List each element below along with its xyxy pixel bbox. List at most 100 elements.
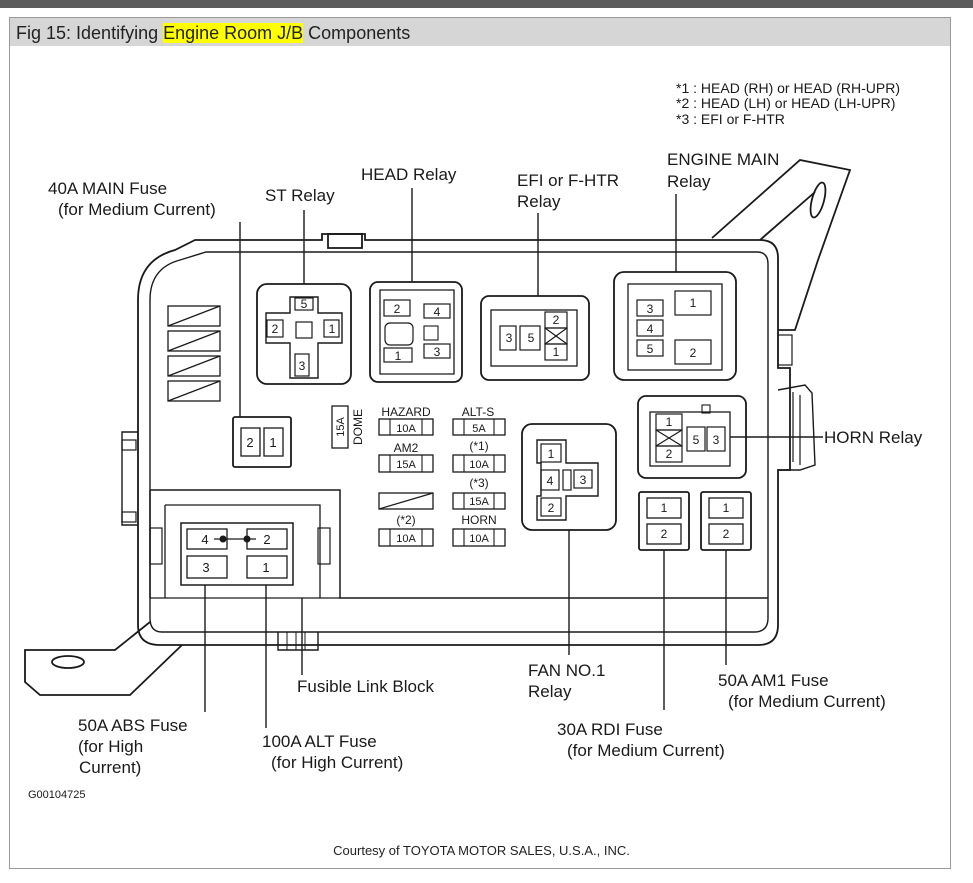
dome-fuse: 15A DOME	[331, 405, 365, 449]
title-highlight: Engine Room J/B	[163, 23, 304, 43]
rdi-fuse-callout: (for Medium Current)	[567, 741, 725, 760]
star3-fuse: (*3) 15A	[452, 476, 506, 510]
am2-fuse: AM2 15A	[378, 441, 434, 473]
dome-fuse-label: DOME	[351, 409, 365, 445]
horn-relay-pin: 2	[666, 447, 673, 461]
note-line: *1 : HEAD (RH) or HEAD (RH-UPR)	[676, 80, 900, 96]
efi-relay-callout: EFI or F-HTR	[517, 171, 619, 190]
am2-fuse-label: AM2	[394, 441, 419, 455]
star3-fuse-label: (*3)	[469, 476, 488, 490]
efi-relay-pin: 2	[553, 313, 560, 327]
hazard-fuse-label: HAZARD	[381, 405, 431, 419]
vent-slots	[167, 305, 221, 402]
st-relay-pin: 1	[329, 322, 336, 336]
rdi-fuse-pin: 2	[661, 527, 668, 541]
rdi-fuse-30a: 1 2	[638, 491, 690, 551]
st-relay-callout: ST Relay	[265, 186, 335, 205]
horn-fuse-rating: 10A	[469, 533, 489, 545]
figure-code: G00104725	[28, 789, 86, 801]
st-relay-pin: 3	[299, 359, 306, 373]
efi-relay: 3 5 2 1	[480, 295, 590, 381]
figure-title: Fig 15: Identifying Engine Room J/B Comp…	[16, 23, 411, 43]
courtesy-text: Courtesy of TOYOTA MOTOR SALES, U.S.A., …	[333, 843, 630, 858]
st-relay-pin: 5	[301, 297, 308, 311]
am1-fuse-callout: (for Medium Current)	[728, 692, 886, 711]
engine-main-pin: 3	[647, 302, 654, 316]
note-line: *3 : EFI or F-HTR	[676, 111, 785, 127]
am1-fuse-50a: 1 2	[700, 491, 752, 551]
horn-relay-pin: 3	[713, 433, 720, 447]
horn-fuse-label: HORN	[461, 513, 496, 527]
st-relay: 5 2 1 3	[256, 283, 352, 385]
fan-relay-callout: Relay	[528, 682, 572, 701]
head-relay: 2 4 1 3	[369, 281, 463, 383]
fan-relay-pin: 1	[548, 447, 555, 461]
main-fuse-pin: 1	[269, 435, 276, 450]
empty-fuse-slot	[378, 492, 434, 510]
fusible-link-callout: Fusible Link Block	[297, 677, 435, 696]
hazard-fuse: HAZARD 10A	[378, 405, 434, 436]
main-fuse-callout: 40A MAIN Fuse	[48, 179, 167, 198]
leader-lines	[204, 188, 823, 728]
efi-relay-pin: 1	[553, 345, 560, 359]
note-line: *2 : HEAD (LH) or HEAD (LH-UPR)	[676, 95, 895, 111]
rdi-fuse-pin: 1	[661, 501, 668, 515]
window-top-bar	[0, 0, 973, 8]
fan-relay-pin: 3	[580, 473, 587, 487]
horn-relay-callout: HORN Relay	[824, 428, 923, 447]
engine-main-callout: ENGINE MAIN	[667, 150, 779, 169]
efi-relay-pin: 3	[506, 331, 513, 345]
star1-fuse: (*1) 10A	[452, 439, 506, 473]
figure-frame	[9, 17, 951, 869]
alt-s-fuse-label: ALT-S	[462, 405, 494, 419]
efi-relay-pin: 5	[528, 331, 535, 345]
rdi-fuse-callout: 30A RDI Fuse	[557, 720, 663, 739]
horn-fuse: HORN 10A	[452, 513, 506, 547]
abs-fuse-callout: 50A ABS Fuse	[78, 716, 188, 735]
star1-fuse-rating: 10A	[469, 459, 489, 471]
engine-main-callout: Relay	[667, 172, 711, 191]
fan-relay-callout: FAN NO.1	[528, 661, 605, 680]
abs-fuse-callout: (for High	[78, 737, 143, 756]
engine-main-pin: 5	[647, 342, 654, 356]
engine-main-pin: 4	[647, 322, 654, 336]
junction-block-housing	[24, 159, 852, 696]
horn-relay-pin: 1	[666, 415, 673, 429]
head-relay-callout: HEAD Relay	[361, 165, 457, 184]
alt-fuse-callout: 100A ALT Fuse	[262, 732, 377, 751]
engine-main-pin: 1	[690, 296, 697, 310]
dome-fuse-rating: 15A	[335, 417, 347, 437]
fusible-link-pin: 4	[201, 532, 208, 547]
abs-fuse-callout: Current)	[79, 758, 141, 777]
star3-fuse-rating: 15A	[469, 496, 489, 508]
horn-relay: 1 2 5 3	[637, 395, 747, 479]
main-fuse-pin: 2	[246, 435, 253, 450]
head-relay-pin: 4	[434, 305, 441, 319]
fusible-link-pin: 2	[263, 532, 270, 547]
am1-fuse-pin: 2	[723, 527, 730, 541]
fusible-link-pin: 1	[262, 560, 269, 575]
star2-fuse: (*2) 10A	[378, 513, 434, 547]
horn-relay-pin: 5	[693, 433, 700, 447]
star2-fuse-rating: 10A	[396, 533, 416, 545]
notes-legend: *1 : HEAD (RH) or HEAD (RH-UPR) *2 : HEA…	[676, 80, 900, 127]
am1-fuse-pin: 1	[723, 501, 730, 515]
fusible-link-pin: 3	[202, 560, 209, 575]
alt-fuse-callout: (for High Current)	[271, 753, 403, 772]
fusible-link-block: 4 2 3 1	[149, 489, 768, 599]
engine-main-pin: 2	[690, 346, 697, 360]
alt-s-fuse-rating: 5A	[472, 423, 486, 435]
fan-relay-pin: 4	[547, 474, 554, 488]
star1-fuse-label: (*1)	[469, 439, 488, 453]
st-relay-pin: 2	[272, 322, 279, 336]
head-relay-pin: 1	[395, 349, 402, 363]
efi-relay-callout: Relay	[517, 192, 561, 211]
head-relay-pin: 2	[394, 302, 401, 316]
main-fuse-40a: 2 1	[232, 416, 292, 468]
am2-fuse-rating: 15A	[396, 459, 416, 471]
main-fuse-callout: (for Medium Current)	[58, 200, 216, 219]
am1-fuse-callout: 50A AM1 Fuse	[718, 671, 829, 690]
head-relay-pin: 3	[434, 345, 441, 359]
fan-relay-pin: 2	[548, 501, 555, 515]
